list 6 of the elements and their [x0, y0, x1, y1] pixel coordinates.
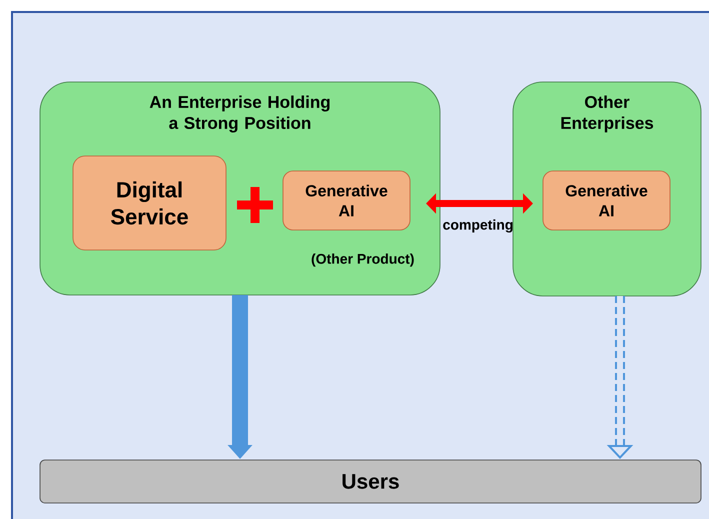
product-box: Generative AI [282, 170, 410, 230]
edge-label: competing [443, 219, 512, 233]
product-box: Generative AI [542, 170, 670, 230]
users-bar: Users [40, 460, 702, 504]
node-caption: (Other Product) [312, 254, 414, 267]
service-box: Digital Service [72, 156, 226, 250]
